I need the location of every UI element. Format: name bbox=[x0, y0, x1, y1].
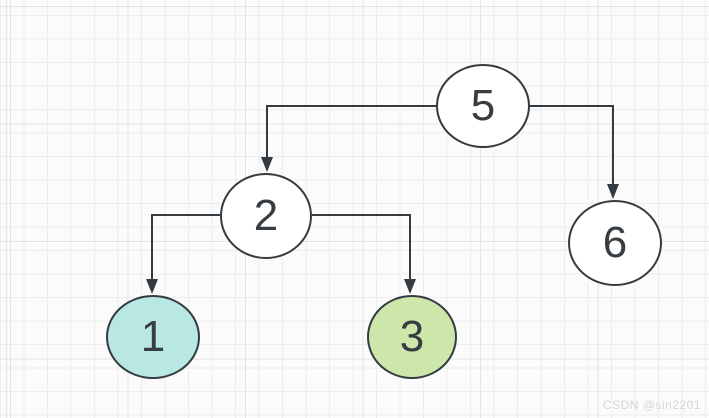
tree-node-5: 5 bbox=[436, 64, 530, 148]
edge-5-6 bbox=[530, 105, 619, 199]
tree-node-3: 3 bbox=[367, 295, 457, 379]
edge-5-2 bbox=[261, 105, 436, 172]
tree-node-6: 6 bbox=[568, 200, 662, 286]
tree-node-2: 2 bbox=[220, 173, 312, 259]
node-label: 6 bbox=[602, 218, 628, 267]
node-label: 5 bbox=[470, 81, 496, 130]
edge-2-1 bbox=[146, 214, 220, 294]
edge-2-3 bbox=[312, 214, 416, 294]
node-label: 1 bbox=[140, 312, 166, 361]
node-label: 2 bbox=[253, 191, 279, 240]
tree-node-1: 1 bbox=[106, 295, 200, 379]
arrowhead-down-icon bbox=[261, 157, 273, 172]
arrowhead-down-icon bbox=[607, 184, 619, 199]
arrowhead-down-icon bbox=[146, 279, 158, 294]
arrowhead-down-icon bbox=[404, 279, 416, 294]
node-label: 3 bbox=[399, 312, 425, 361]
watermark: CSDN @sin2201 bbox=[602, 398, 701, 412]
